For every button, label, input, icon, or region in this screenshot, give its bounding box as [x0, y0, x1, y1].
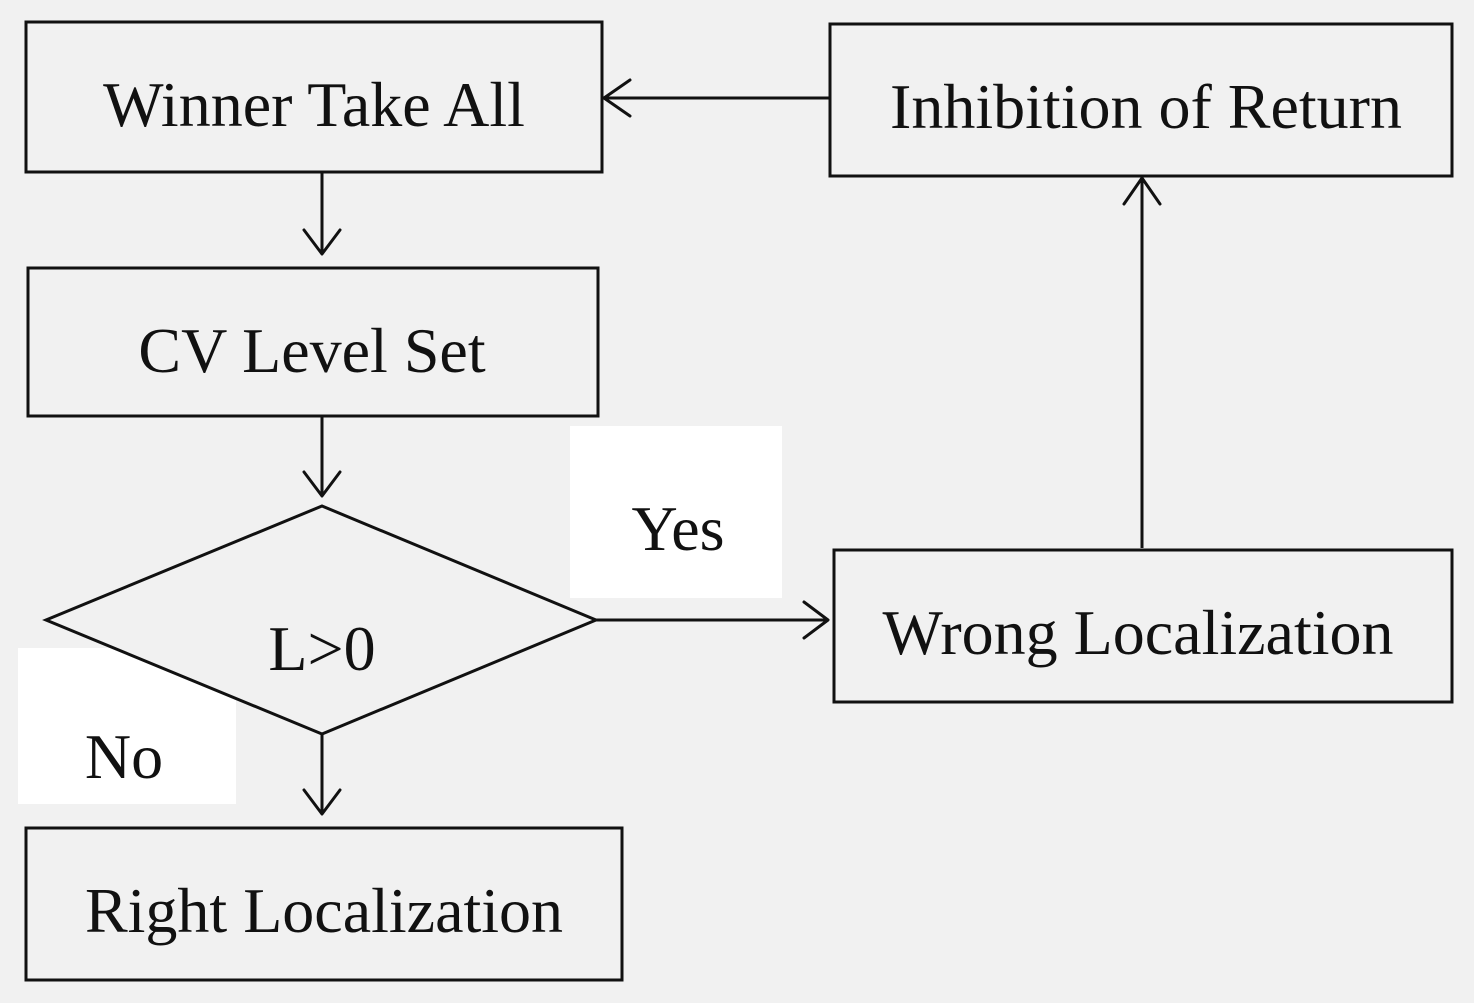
yes-label-background [570, 426, 782, 598]
no-edge-label: No [85, 721, 163, 792]
wrong-localization-label: Wrong Localization [883, 597, 1394, 668]
inhibition-of-return-box [828, 22, 1454, 178]
node-winner-take-all: Winner Take All [24, 20, 604, 174]
arrowhead-decision-to-right [302, 788, 342, 816]
arrowhead-winner-to-cv [302, 228, 342, 256]
node-wrong-localization: Wrong Localization [832, 548, 1454, 704]
cv-level-set-label: CV Level Set [138, 315, 485, 386]
yes-edge-label: Yes [631, 493, 724, 564]
arrowhead-decision-to-wrong [802, 600, 830, 640]
right-localization-label: Right Localization [85, 875, 563, 946]
node-cv-level-set: CV Level Set [26, 266, 600, 418]
winner-take-all-box [24, 20, 604, 174]
wrong-localization-box [832, 548, 1454, 704]
node-decision: L>0 [42, 504, 600, 736]
winner-take-all-label: Winner Take All [103, 69, 525, 140]
node-inhibition-of-return: Inhibition of Return [828, 22, 1454, 178]
arrowhead-inhibition-to-winner [602, 78, 632, 118]
decision-label: L>0 [268, 613, 375, 684]
arrowhead-cv-to-decision [302, 470, 342, 498]
cv-level-set-box [26, 266, 600, 418]
right-localization-box [24, 826, 624, 982]
inhibition-of-return-label: Inhibition of Return [890, 71, 1402, 142]
node-right-localization: Right Localization [24, 826, 624, 982]
arrowhead-wrong-to-inhibition [1122, 176, 1162, 206]
decision-diamond [42, 504, 600, 736]
